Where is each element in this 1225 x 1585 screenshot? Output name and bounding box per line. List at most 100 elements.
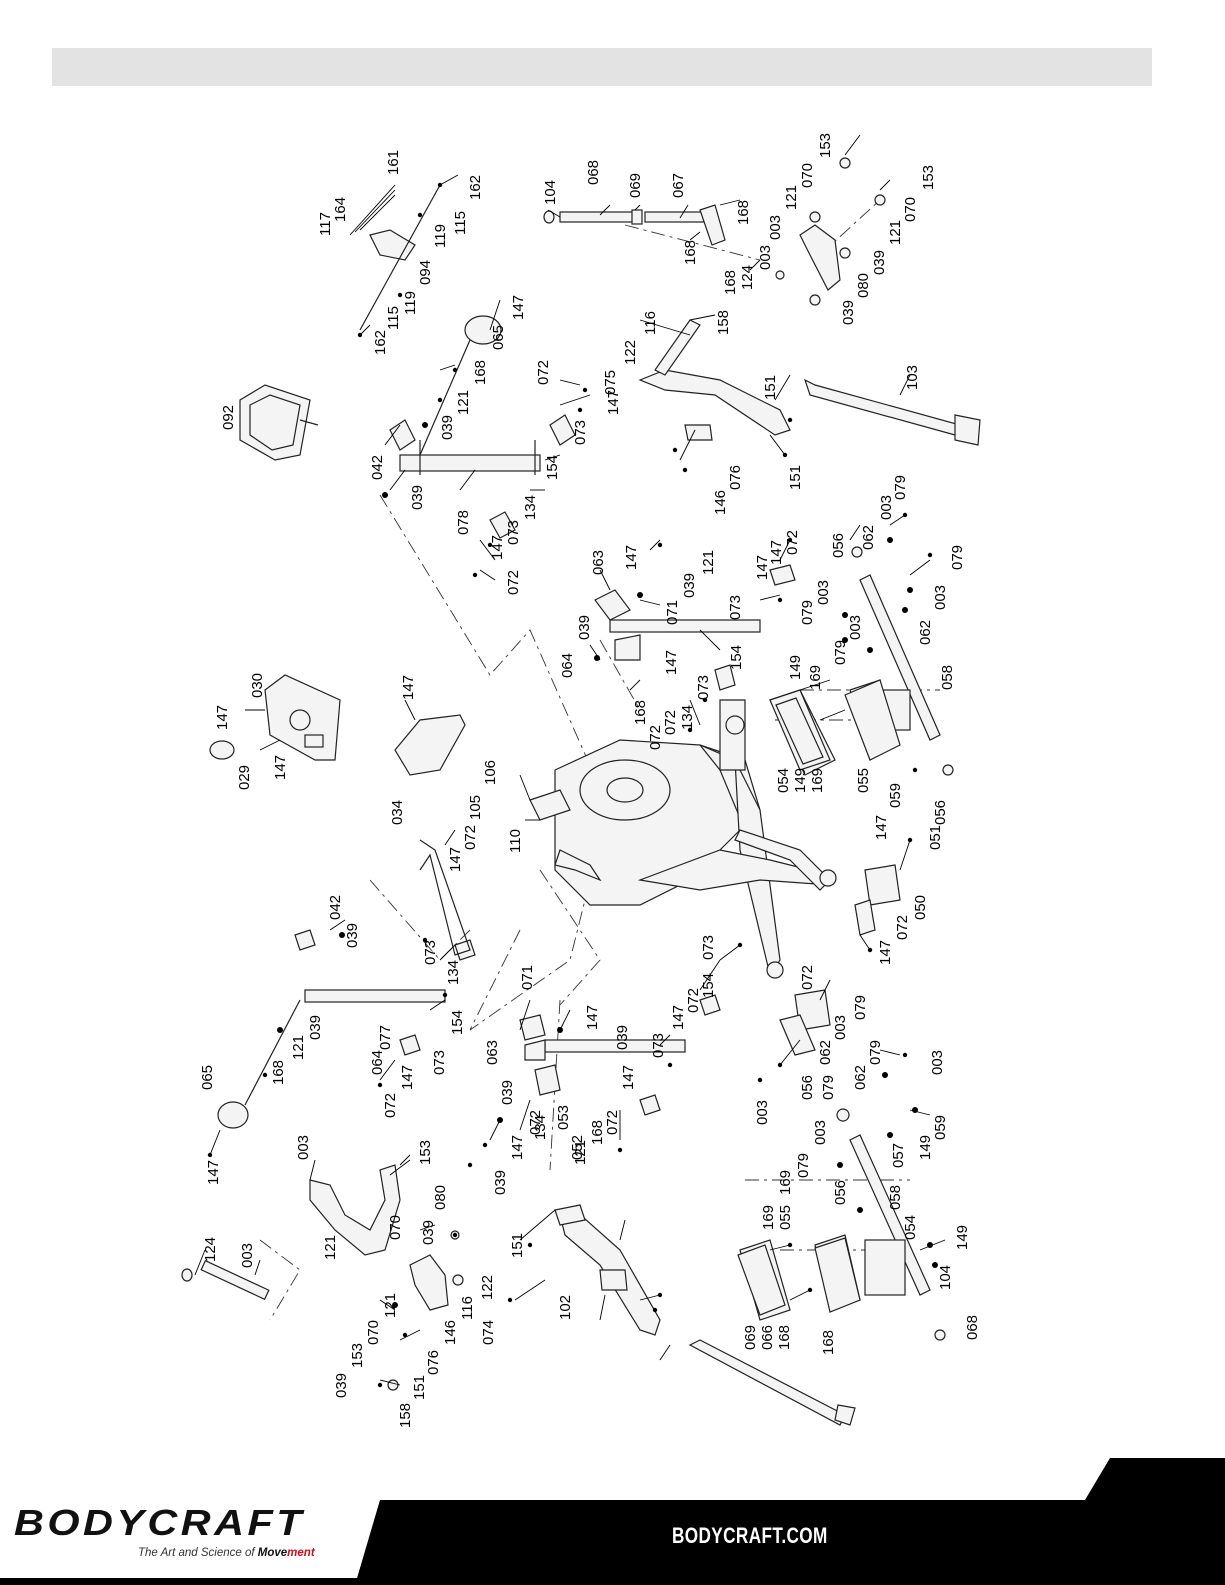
part-label: 169 [760,1205,777,1230]
part-label: 076 [727,465,744,490]
part-label: 169 [807,665,824,690]
part-label: 169 [809,768,826,793]
part-label: 151 [762,375,779,400]
part-label: 121 [572,1140,589,1165]
part-label: 062 [860,525,877,550]
part-label: 079 [892,475,909,500]
part-label: 054 [902,1215,919,1240]
handle-066 [181,1164,401,1301]
part-label: 116 [642,311,659,335]
pedal-054-upper [769,689,831,771]
part-label: 054 [775,768,792,793]
part-label: 078 [455,510,472,535]
part-label: 056 [799,1075,816,1100]
part-label: 077 [377,1025,394,1050]
part-label: 039 [614,1025,631,1050]
part-label: 069 [627,173,644,198]
part-label: 072 [604,1110,621,1135]
part-label: 073 [431,1050,448,1075]
part-label: 158 [715,310,732,335]
part-label: 147 [620,1065,637,1090]
part-label: 147 [605,390,622,415]
part-label: 154 [449,1010,466,1035]
part-label: 073 [572,420,589,445]
part-label: 121 [382,1293,399,1318]
part-label: 072 [535,360,552,385]
part-label: 029 [236,765,253,790]
part-label: 151 [411,1375,428,1400]
part-label: 102 [557,1295,574,1320]
part-label: 168 [722,270,739,295]
part-label: 065 [490,325,507,350]
part-label: 003 [932,585,949,610]
part-label: 059 [932,1115,949,1140]
part-label: 064 [369,1050,386,1075]
part-label: 059 [887,783,904,808]
part-label: 134 [522,495,539,520]
part-label: 154 [544,455,561,480]
part-label: 079 [820,1075,837,1100]
part-label: 003 [847,615,864,640]
part-label: 168 [682,240,699,265]
part-label: 147 [447,847,464,872]
part-label: 106 [482,760,499,785]
part-label: 079 [852,995,869,1020]
pedal-055-lower [814,1237,861,1313]
part-label: 079 [795,1153,812,1178]
pedal-054-lower [737,1244,786,1316]
part-label: 079 [867,1040,884,1065]
part-label: 147 [873,815,890,840]
part-label: 119 [432,224,449,248]
part-label: 055 [777,1205,794,1230]
part-label: 039 [681,573,698,598]
part-label: 168 [270,1060,287,1085]
part-label: 147 [877,940,894,965]
part-label: 162 [467,175,484,200]
part-label: 147 [584,1005,601,1030]
part-label: 039 [576,615,593,640]
part-label: 079 [799,600,816,625]
part-label: 063 [484,1040,501,1065]
part-label: 039 [492,1170,509,1195]
part-label: 147 [400,675,417,700]
part-label: 121 [887,220,904,245]
leader-lines [194,134,946,1386]
part-label: 121 [290,1035,307,1060]
part-label: 062 [852,1065,869,1090]
part-label: 168 [472,360,489,385]
part-label: 122 [479,1275,496,1300]
part-label: 104 [937,1265,954,1290]
website-link[interactable]: BODYCRAFT.COM [672,1523,828,1548]
part-label: 168 [632,700,649,725]
part-label: 121 [783,185,800,210]
part-label: 003 [757,245,774,270]
part-label: 039 [871,250,888,275]
part-label: 062 [817,1040,834,1065]
part-label: 124 [739,265,756,290]
part-label: 053 [555,1105,572,1130]
hardware-dots [207,182,938,1388]
main-frame [529,699,837,979]
part-label: 057 [890,1143,907,1168]
part-label: 039 [344,923,361,948]
part-label: 039 [499,1080,516,1105]
part-label: 072 [647,725,664,750]
part-label: 070 [799,163,816,188]
part-label: 030 [249,673,266,698]
tagline-ment: ment [287,1547,315,1559]
part-label: 056 [932,800,949,825]
part-label: 003 [878,495,895,520]
part-label: 116 [459,1296,476,1320]
part-label: 121 [455,390,472,415]
part-label: 158 [397,1403,414,1428]
part-label: 074 [480,1320,497,1345]
part-label: 072 [784,530,801,555]
part-label: 070 [902,197,919,222]
part-label: 068 [964,1315,981,1340]
part-label: 039 [409,485,426,510]
part-label: 052 [569,1135,586,1160]
pivot-080 [775,157,886,306]
handlebar-074 [554,1204,856,1426]
part-label: 076 [425,1350,442,1375]
part-label: 056 [832,1180,849,1205]
